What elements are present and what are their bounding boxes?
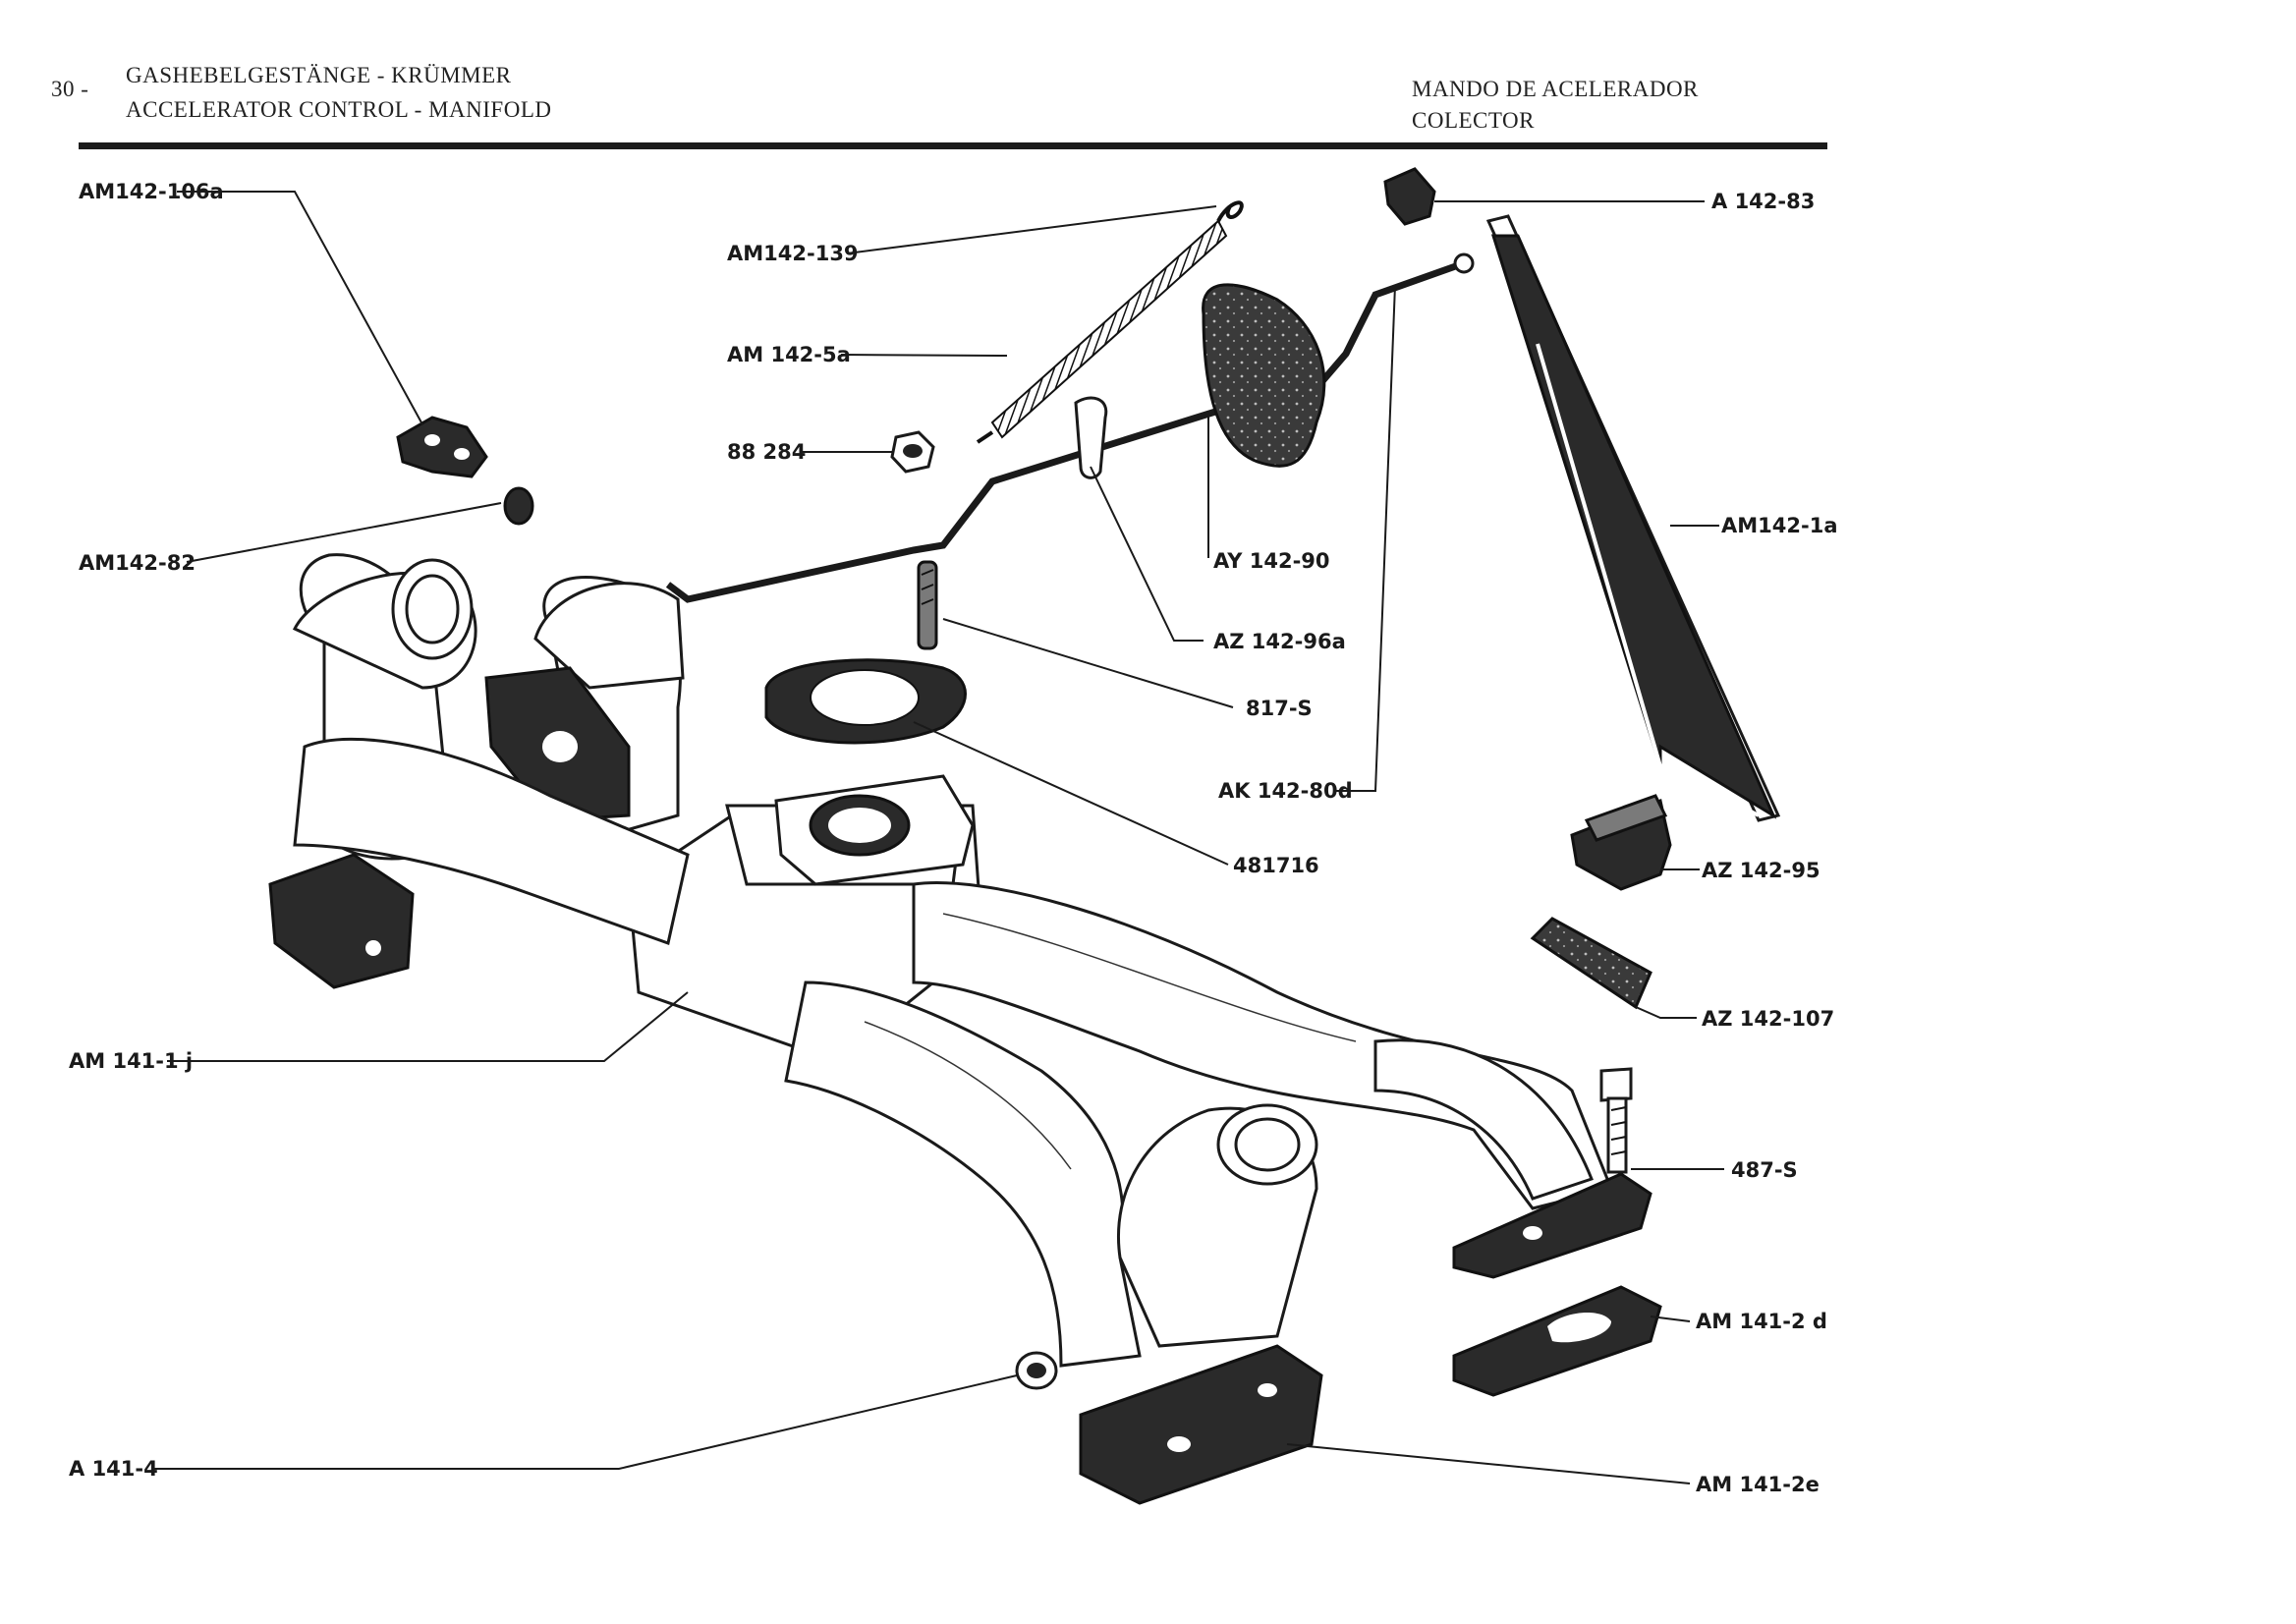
clip-az142-96a [1074,396,1108,479]
label-a142-83: A 142-83 [1711,190,1815,213]
nut-88284 [890,430,935,474]
label-a141-4: A 141-4 [69,1457,158,1481]
label-az142-107: AZ 142-107 [1702,1007,1834,1031]
label-481716: 481716 [1233,854,1319,877]
washer-am142-82 [503,486,534,526]
spring [990,219,1228,439]
page-number: 30 - [51,77,89,101]
label-ay142-90: AY 142-90 [1213,549,1330,573]
label-am142-82: AM142-82 [79,551,196,575]
label-am142-106a: AM142-106a [79,180,224,203]
pedal-pad [1202,283,1326,468]
label-88284: 88 284 [727,440,806,464]
title-spanish-2: COLECTOR [1412,108,1535,133]
label-am142-1a: AM142-1a [1721,514,1837,537]
bolt-487s [1599,1067,1633,1174]
label-am142-139: AM142-139 [727,242,859,265]
bracket-am142-106a [396,416,488,478]
spring-hook [1216,200,1244,222]
title-german: GASHEBELGESTÄNGE - KRÜMMER [126,63,512,87]
gasket-am141-2d [1452,1285,1662,1397]
label-am141-1j: AM 141-1 j [69,1049,193,1073]
label-ak142-80d: AK 142-80d [1218,779,1353,803]
manifold-part [268,553,1652,1505]
stop-a142-83 [1383,167,1436,226]
label-817s: 817-S [1246,697,1313,720]
label-am142-5a: AM 142-5a [727,343,851,366]
gasket-481716 [764,658,967,745]
label-az142-96a: AZ 142-96a [1213,630,1346,653]
nut-a141-4 [1015,1351,1058,1390]
pad-az142-107 [1530,917,1652,1010]
label-am141-2d: AM 141-2 d [1696,1310,1827,1333]
title-english: ACCELERATOR CONTROL - MANIFOLD [126,97,552,122]
label-487s: 487-S [1731,1158,1798,1182]
pin-817s [917,560,938,650]
header-rule [79,142,1827,149]
block-az142-95 [1570,794,1672,891]
pedal-lever [1485,214,1781,822]
accelerator-rod [665,404,1230,603]
title-spanish-1: MANDO DE ACELERADOR [1412,77,1699,101]
label-az142-95: AZ 142-95 [1702,859,1820,882]
label-am141-2e: AM 141-2e [1696,1473,1820,1496]
